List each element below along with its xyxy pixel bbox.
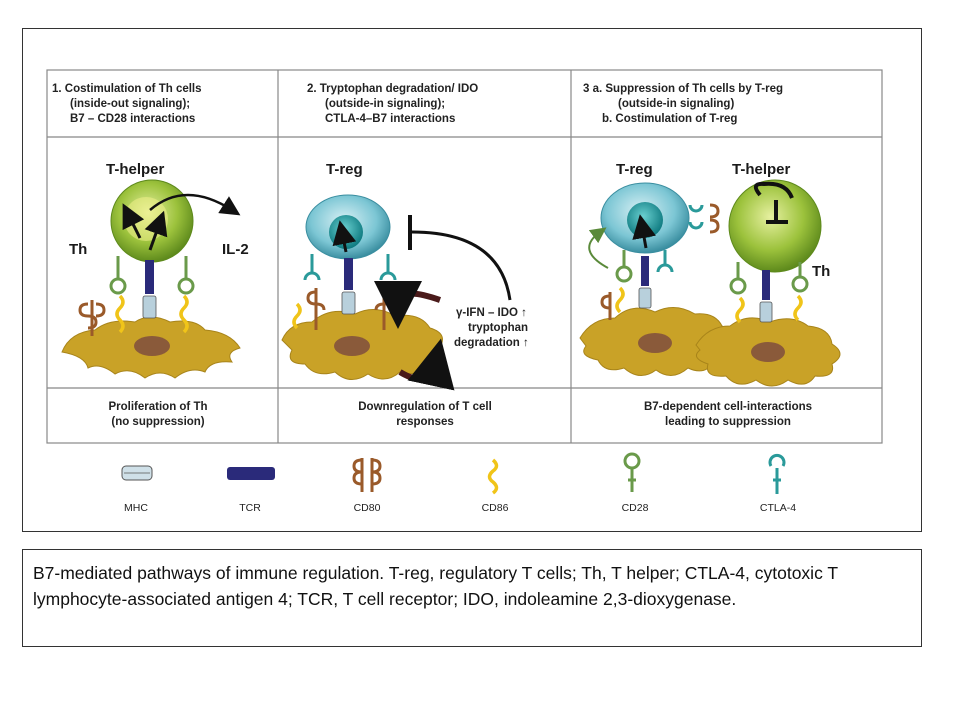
legend-item-mhc: MHC	[121, 465, 153, 514]
panel-3-footer-line-1: B7-dependent cell-interactions	[644, 401, 812, 413]
legend-label-tcr: TCR	[239, 502, 261, 514]
th-label-3: Th	[812, 263, 830, 280]
panel-3-footer-line-2: leading to suppression	[665, 416, 791, 428]
panel-3-footer: B7-dependent cell-interactions leading t…	[644, 401, 812, 428]
tcr-2	[344, 258, 353, 290]
legend-item-cd86: CD86	[482, 458, 509, 514]
legend-label-mhc: MHC	[124, 502, 148, 514]
caption-text: B7-mediated pathways of immune regulatio…	[33, 563, 838, 609]
mhc-2	[341, 291, 356, 315]
diagram-grid	[46, 69, 883, 444]
cd86-icon	[487, 458, 499, 495]
tryptophan-label: tryptophan	[468, 322, 528, 334]
legend-label-cd86: CD86	[482, 502, 509, 514]
panel-2-header: 2. Tryptophan degradation/ IDO (outside-…	[307, 83, 478, 125]
treg-nucleus-2	[329, 215, 363, 249]
ctla4-icon	[768, 453, 786, 494]
panel-2-footer-line-1: Downregulation of T cell	[358, 401, 492, 413]
tcr-icon	[227, 467, 275, 480]
cd28-icon	[623, 452, 641, 492]
apc-nucleus-1	[134, 336, 170, 356]
panel-1-footer-line-1: Proliferation of Th	[108, 401, 207, 413]
legend-label-cd28: CD28	[622, 502, 649, 514]
panel-2-footer: Downregulation of T cell responses	[358, 401, 492, 428]
ifn-ido-label: γ-IFN – IDO ↑	[456, 307, 527, 319]
th-label-1: Th	[69, 241, 87, 258]
b7-pathways-diagram: 1. Costimulation of Th cells (inside-out…	[46, 69, 883, 514]
cd80-icon	[352, 458, 382, 492]
panel-2-header-line-3: CTLA-4–B7 interactions	[325, 113, 455, 125]
legend-item-ctla4: CTLA-4	[760, 453, 796, 514]
panel-3-header-line-2: (outside-in signaling)	[618, 98, 734, 110]
apc-nucleus-2	[334, 336, 370, 356]
panel-1-illustration: T-helper Th IL-2	[61, 161, 249, 379]
degradation-label: degradation ↑	[454, 337, 529, 349]
panel-1-header-line-2: (inside-out signaling);	[70, 98, 190, 110]
legend-label-ctla4: CTLA-4	[760, 502, 796, 514]
tcr-1	[145, 260, 154, 294]
panel-2-header-line-2: (outside-in signaling);	[325, 98, 445, 110]
panel-1-footer-line-2: (no suppression)	[111, 416, 204, 428]
panel-1-header-line-1: 1. Costimulation of Th cells	[52, 83, 202, 95]
t-reg-label-3: T-reg	[616, 161, 653, 178]
mhc-1	[142, 295, 157, 319]
legend-item-cd28: CD28	[622, 452, 649, 514]
panel-3-illustration: T-reg T-helper Th	[579, 161, 841, 387]
panel-1-header: 1. Costimulation of Th cells (inside-out…	[52, 83, 202, 125]
il2-label: IL-2	[222, 241, 249, 258]
panel-3-header-line-3: b. Costimulation of T-reg	[602, 113, 737, 125]
figure-frame	[22, 28, 922, 532]
th-cell-3	[728, 179, 822, 273]
t-reg-label-2: T-reg	[326, 161, 363, 178]
panel-3-header-line-1: 3 a. Suppression of Th cells by T-reg	[583, 83, 783, 95]
t-helper-label-3: T-helper	[732, 161, 791, 178]
legend-item-cd80: CD80	[352, 458, 382, 514]
panel-1-footer: Proliferation of Th (no suppression)	[108, 401, 207, 428]
legend: MHC TCR CD80 CD86 CD28	[121, 452, 796, 514]
t-helper-label-1: T-helper	[106, 161, 165, 178]
figure-caption: B7-mediated pathways of immune regulatio…	[22, 549, 922, 647]
panel-3-header: 3 a. Suppression of Th cells by T-reg (o…	[583, 83, 783, 125]
panel-1-header-line-3: B7 – CD28 interactions	[70, 113, 195, 125]
legend-item-tcr: TCR	[227, 467, 275, 514]
panel-2-header-line-1: 2. Tryptophan degradation/ IDO	[307, 83, 478, 95]
treg-nucleus-3	[627, 202, 663, 238]
panel-2-illustration: T-reg γ-IFN – IDO ↑ tryptophan degradati…	[281, 161, 529, 391]
legend-label-cd80: CD80	[354, 502, 381, 514]
panel-2-footer-line-2: responses	[396, 416, 454, 428]
